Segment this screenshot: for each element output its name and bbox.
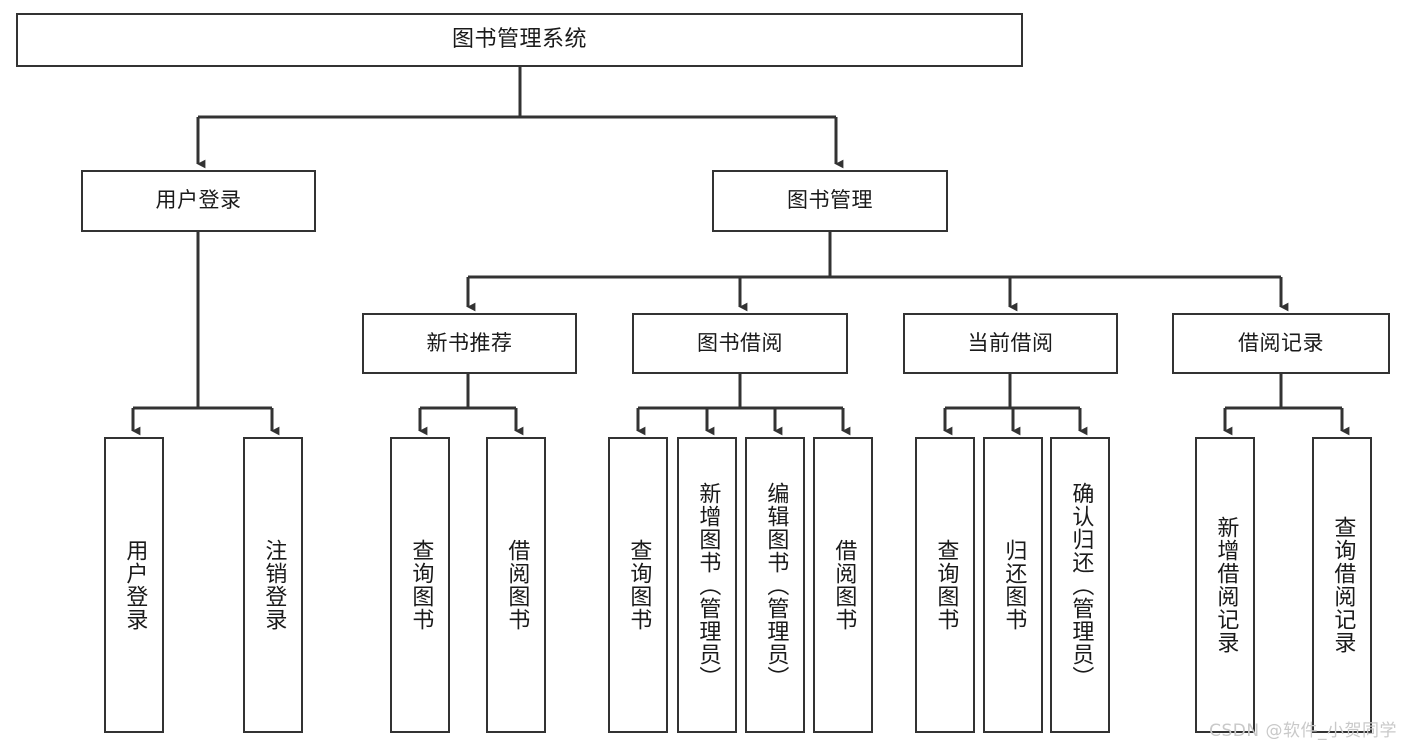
leaf-query-borrow-record[interactable]: 查询借阅记录 <box>1312 437 1372 733</box>
node-label: 新增图书（管理员） <box>695 481 721 689</box>
leaf-edit-book[interactable]: 编辑图书（管理员） <box>745 437 805 733</box>
node-user-login[interactable]: 用户登录 <box>81 170 316 232</box>
leaf-logout[interactable]: 注销登录 <box>243 437 303 733</box>
node-label: 注销登录 <box>261 539 287 631</box>
node-label: 新书推荐 <box>426 330 513 355</box>
leaf-confirm-return[interactable]: 确认归还（管理员） <box>1050 437 1110 733</box>
leaf-borrow-book-recommend[interactable]: 借阅图书 <box>486 437 546 733</box>
node-label: 编辑图书（管理员） <box>763 481 789 689</box>
leaf-query-book-current[interactable]: 查询图书 <box>915 437 975 733</box>
leaf-add-book[interactable]: 新增图书（管理员） <box>677 437 737 733</box>
node-current-borrow[interactable]: 当前借阅 <box>903 313 1118 374</box>
node-label: 图书管理系统 <box>451 26 587 52</box>
node-book-management[interactable]: 图书管理 <box>712 170 948 232</box>
leaf-query-book-recommend[interactable]: 查询图书 <box>390 437 450 733</box>
leaf-query-book-borrow[interactable]: 查询图书 <box>608 437 668 733</box>
node-label: 图书借阅 <box>697 330 783 355</box>
node-label: 新增借阅记录 <box>1213 516 1239 654</box>
node-book-borrow[interactable]: 图书借阅 <box>632 313 848 374</box>
node-borrow-record[interactable]: 借阅记录 <box>1172 313 1390 374</box>
node-label: 查询图书 <box>408 539 434 631</box>
node-label: 当前借阅 <box>967 330 1054 355</box>
node-label: 确认归还（管理员） <box>1068 481 1094 689</box>
node-label: 借阅图书 <box>504 539 530 631</box>
node-label: 借阅图书 <box>831 539 857 631</box>
node-label: 用户登录 <box>155 188 242 213</box>
node-root-system[interactable]: 图书管理系统 <box>16 13 1023 67</box>
watermark: CSDN @软件_小贺同学 <box>1209 721 1397 741</box>
node-new-book-recommend[interactable]: 新书推荐 <box>362 313 577 374</box>
leaf-user-login[interactable]: 用户登录 <box>104 437 164 733</box>
leaf-return-book[interactable]: 归还图书 <box>983 437 1043 733</box>
node-label: 借阅记录 <box>1238 330 1324 355</box>
node-label: 归还图书 <box>1001 539 1027 631</box>
node-label: 图书管理 <box>787 188 873 213</box>
node-label: 查询图书 <box>626 539 652 631</box>
leaf-add-borrow-record[interactable]: 新增借阅记录 <box>1195 437 1255 733</box>
node-label: 查询图书 <box>933 539 959 631</box>
node-label: 用户登录 <box>122 539 148 631</box>
leaf-borrow-book[interactable]: 借阅图书 <box>813 437 873 733</box>
node-label: 查询借阅记录 <box>1330 516 1356 654</box>
